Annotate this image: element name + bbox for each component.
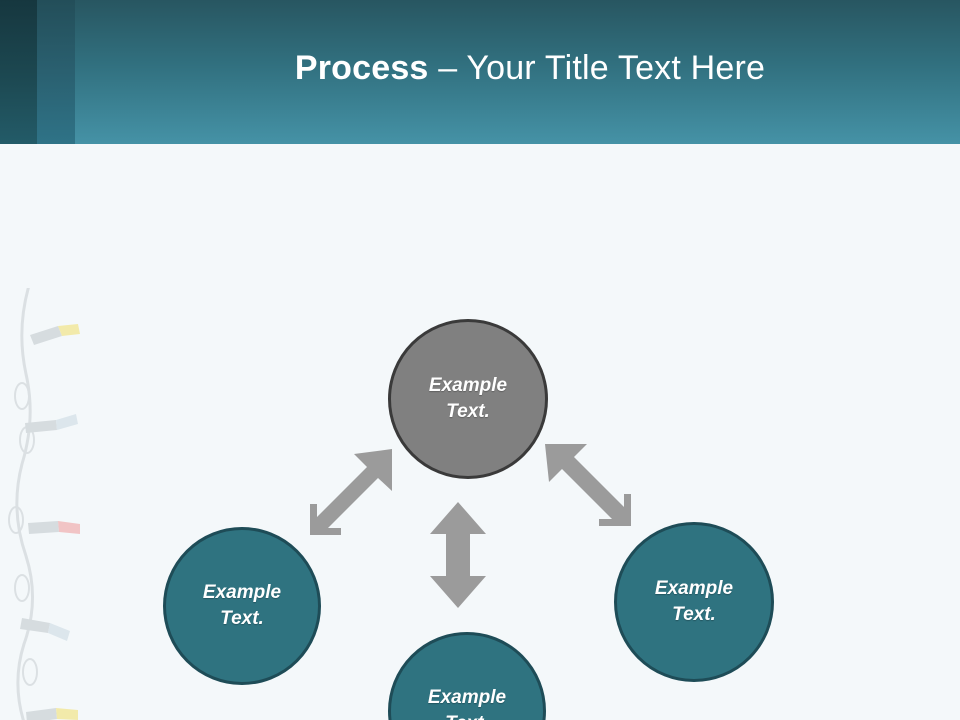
header-accent-band-mid [37, 0, 75, 144]
light-bulb-3 [28, 521, 80, 534]
page-title: Process – Your Title Text Here [120, 48, 940, 88]
process-node-right-line1: Example [654, 578, 734, 599]
process-node-bottom[interactable]: Example Text. [388, 632, 546, 720]
page-title-strong: Process [294, 49, 429, 87]
light-bulb-5 [26, 708, 78, 720]
light-bulb-2 [25, 414, 78, 433]
light-bulb-4 [20, 618, 70, 641]
process-node-left-line1: Example [202, 582, 282, 603]
light-bulb-1 [30, 324, 80, 345]
process-node-top-line2: Text. [446, 401, 490, 422]
process-node-bottom-line1: Example [427, 687, 507, 708]
slide-header: Process – Your Title Text Here [0, 0, 960, 144]
double-arrow-vertical-icon [430, 502, 486, 608]
diagram-stage: Example Text. Example Text. Example Text… [0, 144, 960, 720]
process-node-right-line2: Text. [672, 604, 716, 625]
string-lights-decoration [8, 288, 80, 720]
process-node-left-line2: Text. [220, 608, 264, 629]
header-accent-band-dark [0, 0, 37, 144]
process-node-left[interactable]: Example Text. [163, 527, 321, 685]
process-node-right[interactable]: Example Text. [614, 522, 774, 682]
process-node-top-line1: Example [428, 375, 508, 396]
page-title-rest: – Your Title Text Here [428, 49, 766, 87]
process-node-bottom-line2: Text. [445, 711, 489, 720]
double-arrow-diagonal-up-left-icon [545, 444, 631, 526]
double-arrow-diagonal-up-right-icon [310, 449, 392, 535]
process-node-top[interactable]: Example Text. [388, 319, 548, 479]
